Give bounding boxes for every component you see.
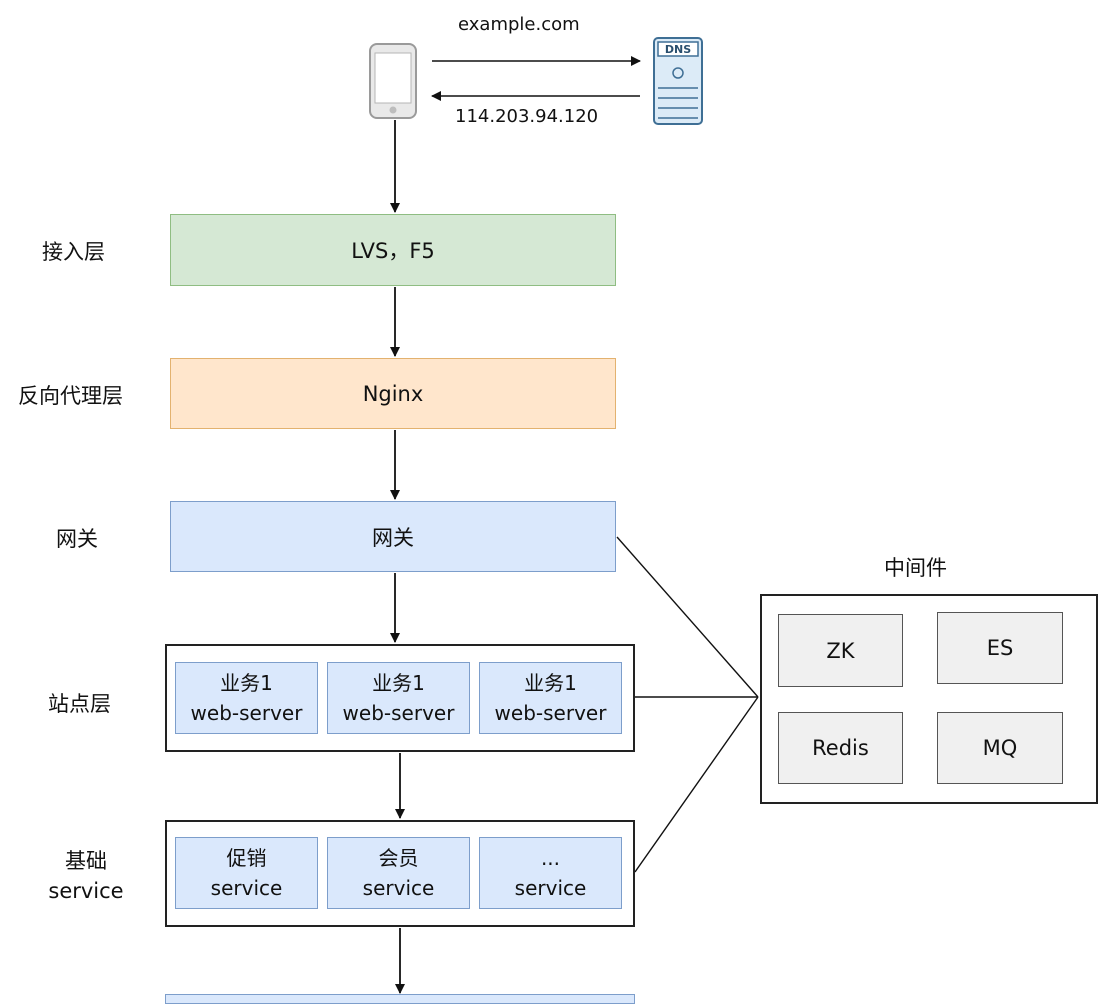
middleware-zk-box: ZK — [778, 614, 903, 687]
site-layer-label: 站点层 — [48, 692, 111, 716]
middleware-title: 中间件 — [884, 556, 947, 580]
gateway-layer-text: 网关 — [372, 525, 414, 550]
middleware-es-box: ES — [937, 612, 1063, 684]
access-layer-text: LVS，F5 — [351, 239, 435, 263]
web-server-business-label: 业务1 — [524, 671, 577, 695]
web-server-type-label: web-server — [494, 701, 607, 725]
base-service-type: service — [362, 876, 435, 900]
web-server-business-label: 业务1 — [372, 671, 425, 695]
mobile-phone-icon — [369, 43, 417, 119]
gateway-middleware-link — [616, 536, 759, 698]
web-server-type-label: web-server — [190, 701, 303, 725]
web-server-type-label: web-server — [342, 701, 455, 725]
middleware-zk-label: ZK — [826, 638, 855, 663]
web-server-box: 业务1 web-server — [175, 662, 318, 734]
base-service-name: 会员 — [378, 846, 419, 870]
gateway-layer-label: 网关 — [56, 527, 98, 551]
middleware-es-label: ES — [986, 636, 1014, 660]
access-layer-box: LVS，F5 — [170, 214, 616, 286]
dns-icon-label: DNS — [665, 43, 691, 56]
gateway-layer-box: 网关 — [170, 501, 616, 572]
middleware-mq-box: MQ — [937, 712, 1063, 784]
proxy-layer-label: 反向代理层 — [18, 384, 123, 408]
dns-server-icon: DNS — [653, 37, 703, 125]
base-middleware-link — [634, 696, 759, 873]
middleware-redis-box: Redis — [778, 712, 903, 784]
base-service-name: ... — [540, 846, 561, 870]
web-server-box: 业务1 web-server — [327, 662, 470, 734]
proxy-layer-box: Nginx — [170, 358, 616, 429]
base-service-layer-label: 基础 service — [44, 846, 128, 906]
middleware-mq-label: MQ — [982, 736, 1018, 760]
web-server-box: 业务1 web-server — [479, 662, 622, 734]
web-server-business-label: 业务1 — [220, 671, 273, 695]
base-service-name: 促销 — [226, 846, 267, 870]
ip-address-label: 114.203.94.120 — [455, 106, 599, 127]
domain-label: example.com — [458, 14, 580, 35]
next-layer-box-partial — [165, 994, 635, 1004]
proxy-layer-text: Nginx — [362, 381, 424, 406]
base-service-box: 会员 service — [327, 837, 470, 909]
access-layer-label: 接入层 — [42, 240, 105, 264]
base-service-box: 促销 service — [175, 837, 318, 909]
base-label-line2: service — [48, 879, 124, 903]
base-service-type: service — [210, 876, 283, 900]
base-label-line1: 基础 — [65, 849, 107, 873]
base-service-box: ... service — [479, 837, 622, 909]
base-service-type: service — [514, 876, 587, 900]
middleware-redis-label: Redis — [812, 736, 869, 760]
